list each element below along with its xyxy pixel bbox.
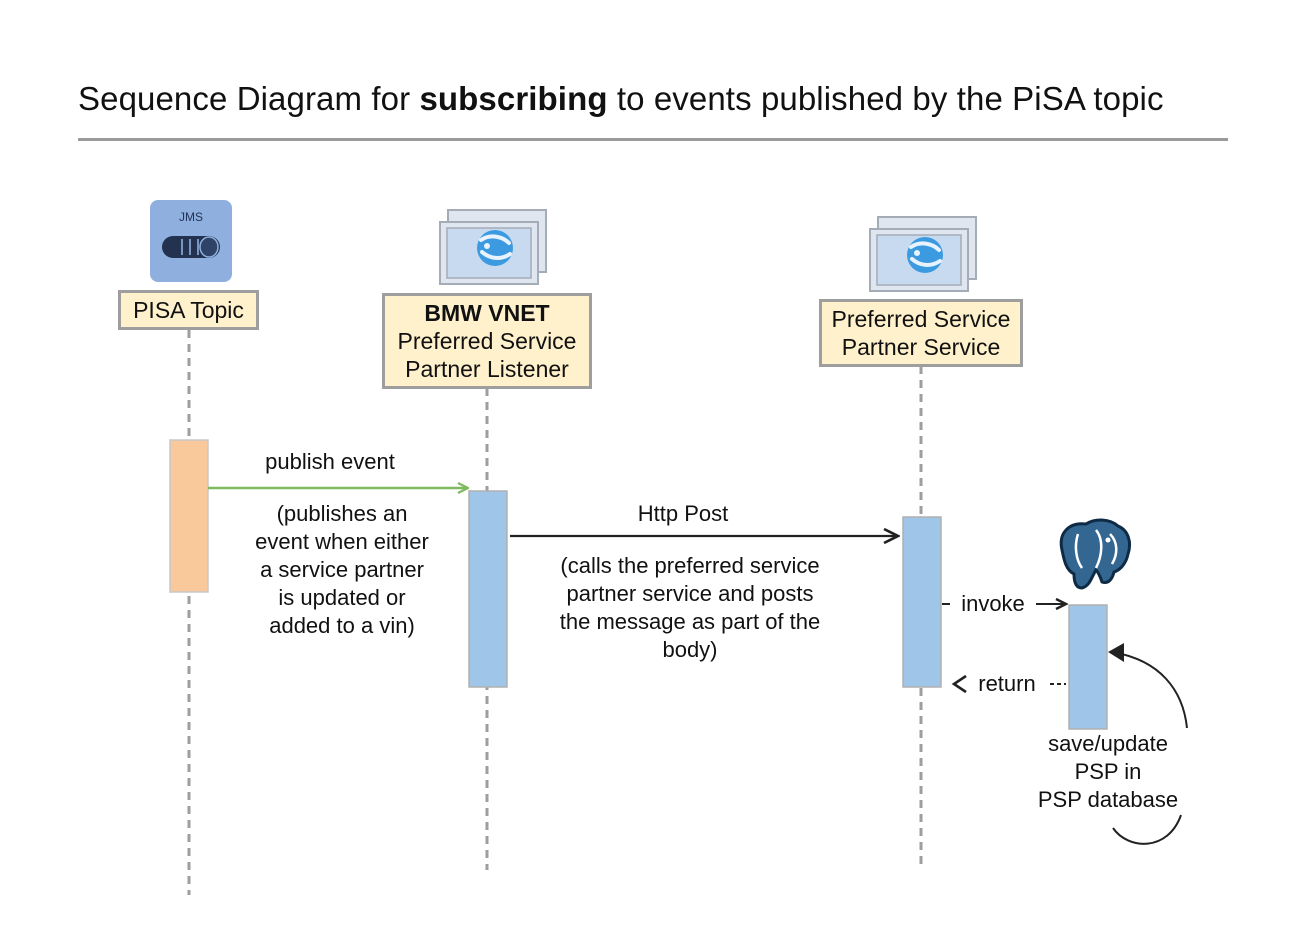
title-underline bbox=[78, 138, 1228, 141]
queue-cylinder-icon bbox=[162, 236, 220, 258]
self-call-note: save/update PSP in PSP database bbox=[1020, 730, 1196, 814]
return-arrow-head bbox=[951, 674, 967, 694]
participant-psp-service: Preferred Service Partner Service bbox=[819, 299, 1023, 367]
diagram-title: Sequence Diagram for subscribing to even… bbox=[78, 80, 1164, 118]
participant-listener-title: BMW VNET bbox=[424, 300, 550, 326]
http-note-line: the message as part of the bbox=[559, 609, 821, 634]
invoke-label: invoke bbox=[961, 591, 1025, 616]
participant-listener-line1: Preferred Service bbox=[397, 328, 577, 354]
publish-event-label: publish event bbox=[265, 449, 395, 474]
participant-psp-service-line2: Partner Service bbox=[841, 334, 1001, 360]
publish-note-line: (publishes an bbox=[276, 501, 408, 526]
postgresql-elephant-icon bbox=[1059, 518, 1132, 590]
participant-listener-line2: Partner Listener bbox=[405, 356, 569, 382]
self-call-arc-bottom bbox=[1112, 814, 1182, 845]
activation-listener bbox=[468, 490, 508, 688]
activation-psp-database bbox=[1068, 604, 1108, 730]
participant-psp-service-line1: Preferred Service bbox=[831, 306, 1011, 332]
self-call-arrowhead bbox=[1108, 643, 1124, 662]
return-label: return bbox=[978, 671, 1036, 696]
azure-app-service-icon bbox=[869, 216, 977, 292]
title-suffix: to events published by the PiSA topic bbox=[607, 80, 1164, 117]
participant-pisa-topic: PISA Topic bbox=[118, 290, 259, 330]
http-note-line: body) bbox=[662, 637, 718, 662]
jms-queue-icon: JMS bbox=[150, 200, 232, 282]
participant-listener: BMW VNET Preferred Service Partner Liste… bbox=[382, 293, 592, 389]
publish-event-note: (publishes an event when either a servic… bbox=[222, 500, 462, 640]
title-bold: subscribing bbox=[419, 80, 608, 117]
publish-note-line: added to a vin) bbox=[269, 613, 415, 638]
jms-icon-label: JMS bbox=[179, 210, 203, 224]
activation-pisa-topic bbox=[169, 439, 209, 593]
participant-pisa-topic-label: PISA Topic bbox=[133, 297, 244, 323]
publish-note-line: event when either bbox=[255, 529, 429, 554]
http-note-line: (calls the preferred service bbox=[560, 553, 820, 578]
azure-app-service-icon bbox=[439, 209, 547, 285]
self-note-line: PSP database bbox=[1037, 787, 1179, 812]
http-post-note: (calls the preferred service partner ser… bbox=[530, 552, 850, 664]
self-note-line: save/update bbox=[1048, 731, 1168, 756]
activation-psp-service bbox=[902, 516, 942, 688]
self-note-line: PSP in bbox=[1074, 759, 1142, 784]
http-post-label: Http Post bbox=[637, 501, 729, 526]
self-call-arc-top bbox=[1111, 651, 1188, 729]
publish-note-line: is updated or bbox=[278, 585, 406, 610]
http-note-line: partner service and posts bbox=[566, 581, 814, 606]
publish-note-line: a service partner bbox=[260, 557, 424, 582]
title-prefix: Sequence Diagram for bbox=[78, 80, 420, 117]
